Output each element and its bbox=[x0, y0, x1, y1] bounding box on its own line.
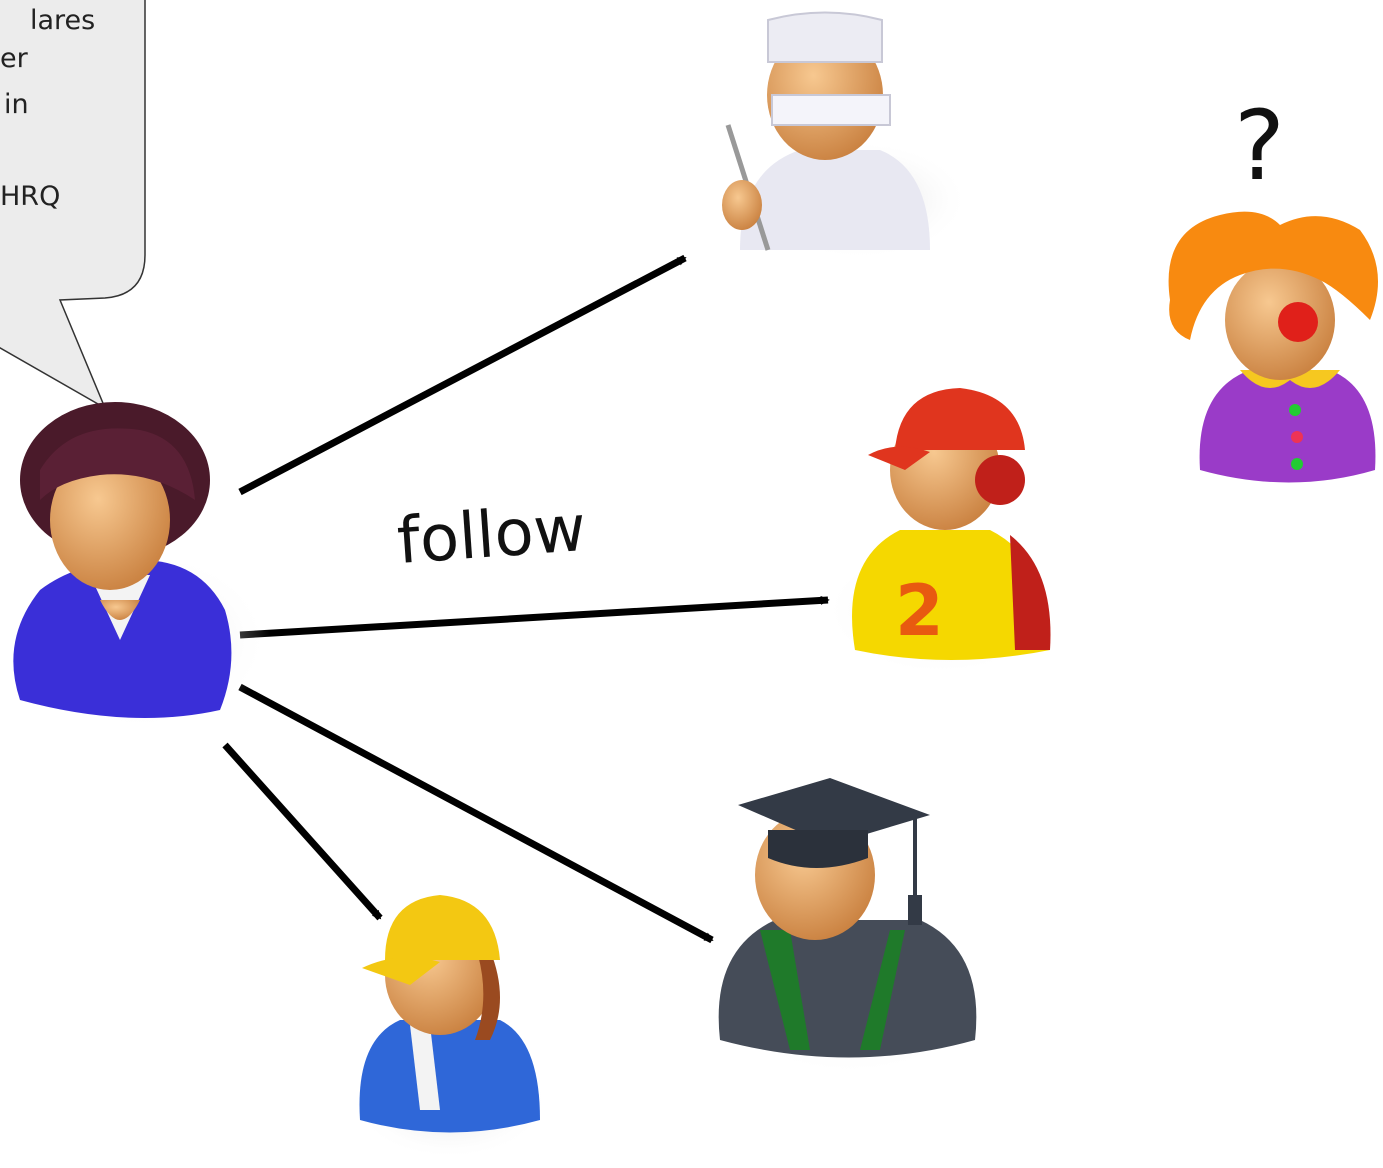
jersey-number: 2 bbox=[895, 570, 944, 652]
speech-bubble-text: lares er in HRQ bbox=[0, 0, 140, 260]
edge-to-surgeon bbox=[238, 254, 687, 496]
edge-to-athlete bbox=[239, 595, 830, 639]
bubble-line-2: er bbox=[0, 43, 28, 74]
bubble-line-1: lares bbox=[30, 5, 96, 36]
graduate-avatar-icon bbox=[718, 778, 980, 1075]
bubble-line-5: HRQ bbox=[0, 181, 61, 212]
woman-avatar-icon bbox=[10, 402, 270, 730]
athlete-avatar-icon: 2 bbox=[825, 388, 1055, 675]
edge-to-graduate bbox=[238, 683, 714, 944]
edge-to-worker bbox=[222, 742, 383, 921]
clown-avatar-icon bbox=[1168, 211, 1378, 483]
bubble-line-3: in bbox=[4, 89, 29, 120]
surgeon-avatar-icon bbox=[722, 11, 970, 260]
follow-edges bbox=[222, 254, 830, 944]
speech-bubble bbox=[0, 0, 146, 410]
worker-avatar-icon bbox=[350, 895, 550, 1160]
question-mark: ? bbox=[1234, 90, 1285, 202]
follow-edge-label: follow bbox=[394, 492, 589, 579]
